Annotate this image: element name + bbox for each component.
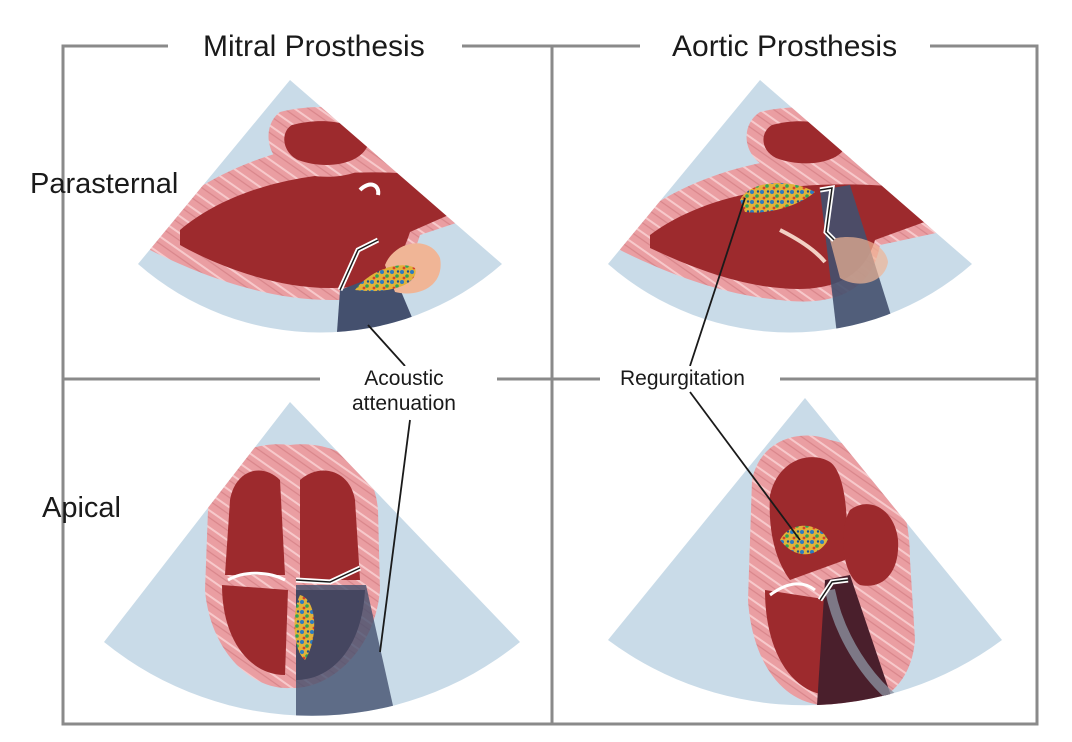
acoustic-label-line2: attenuation	[352, 392, 456, 415]
acoustic-leader-top	[367, 324, 406, 367]
acoustic-leader-bottom	[379, 419, 411, 653]
regurgitation-leader-bottom	[689, 391, 801, 541]
mitral-parasternal-view	[138, 80, 502, 333]
regurgitant-jet	[355, 265, 416, 292]
acoustic-shadow	[335, 270, 430, 333]
right-atrium	[222, 585, 288, 675]
panel-frame	[61, 44, 1039, 726]
left-atrium	[765, 590, 830, 695]
regurgitant-jet	[740, 182, 815, 213]
acoustic-label-line1: Acoustic	[364, 367, 444, 390]
leader-lines	[367, 197, 801, 653]
right-ventricle	[225, 470, 285, 575]
regurgitation-label: Regurgitation	[614, 366, 751, 391]
column-title-mitral: Mitral Prosthesis	[193, 30, 435, 64]
row-title-apical: Apical	[42, 492, 121, 524]
column-title-aortic: Aortic Prosthesis	[662, 30, 908, 64]
aortic-apical-view	[608, 398, 1002, 706]
mitral-apical-view	[104, 402, 520, 716]
row-title-parasternal: Parasternal	[30, 168, 179, 200]
regurgitant-jet	[780, 525, 828, 555]
aortic-root	[825, 588, 899, 704]
right-ventricle	[843, 504, 899, 586]
acoustic-shadow	[296, 585, 400, 716]
left-ventricle	[300, 470, 360, 580]
aortic-parasternal-view	[608, 80, 972, 333]
regurgitation-leader-top	[689, 197, 746, 367]
regurgitant-jet	[294, 595, 315, 660]
left-ventricle	[769, 457, 847, 580]
acoustic-attenuation-label: Acoustic attenuation	[346, 366, 462, 416]
left-atrium	[830, 236, 888, 284]
